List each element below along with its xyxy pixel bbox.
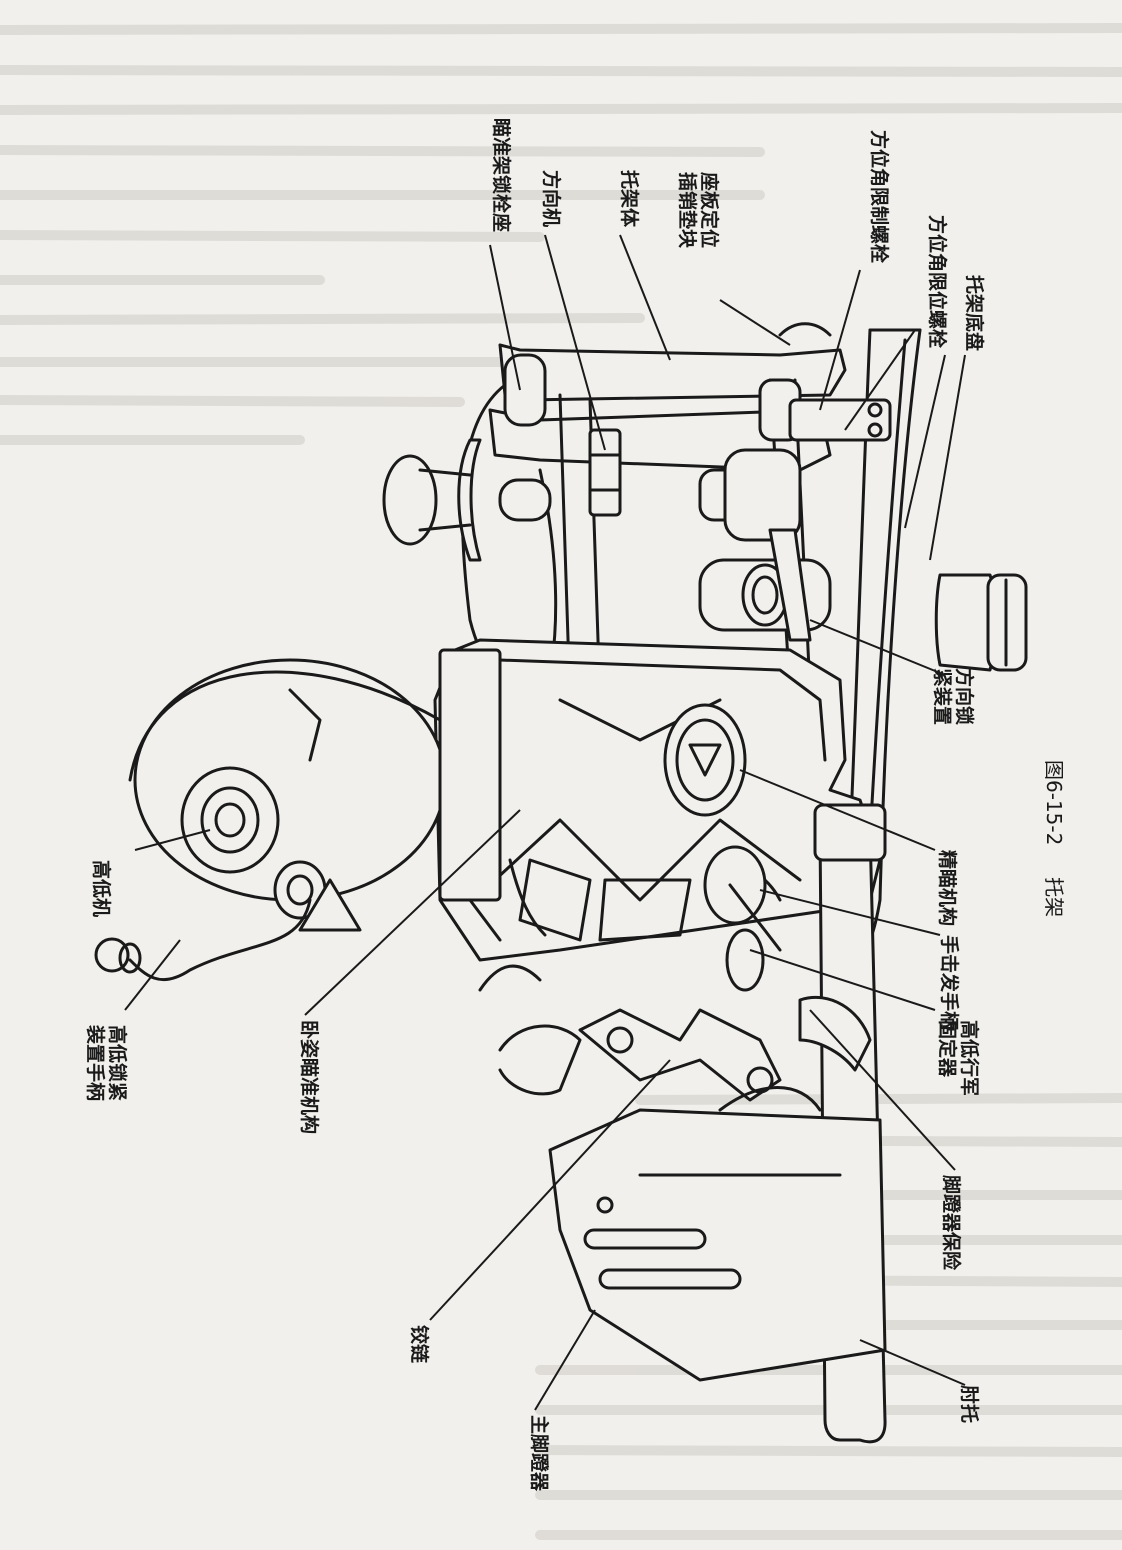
- figure-caption: 图6-15-2 托架: [1041, 760, 1070, 917]
- label-travel-lock-line2: 固定器: [936, 1020, 958, 1078]
- label-azimuth-limit-bolt: 方位角限制螺栓: [868, 130, 890, 264]
- figure-caption-number: 图6-15-2: [1042, 760, 1066, 846]
- label-direction-lock: 方向锁 紧装置: [931, 668, 975, 725]
- direction-lock-shape: [698, 528, 832, 642]
- label-elevation-machine: 高低机: [90, 860, 112, 918]
- label-main-pedal: 主脚蹬器: [528, 1415, 550, 1492]
- label-elev-lock-line1: 高低锁紧: [106, 1025, 128, 1102]
- label-aiming-lock-bolt: 瞄准架锁栓座: [490, 118, 512, 233]
- label-pedal-safety: 脚蹬器保险: [940, 1175, 962, 1271]
- label-frame-body: 托架体: [618, 170, 640, 228]
- figure-caption-spacer: [1042, 852, 1066, 871]
- leader-lines: [124, 234, 966, 1411]
- frame-base-shape: [843, 328, 1028, 957]
- label-direction-machine: 方向机: [540, 170, 562, 228]
- figure-caption-title: 托架: [1042, 877, 1066, 918]
- label-travel-lock-line1: 高低行军: [958, 1020, 980, 1097]
- label-load-pin-line1: 座板定位: [698, 172, 720, 249]
- frame-body-shape: [382, 322, 892, 702]
- label-elev-lock: 高低锁紧 装置手柄: [84, 1025, 128, 1101]
- label-elbow-rest: 肘托: [958, 1385, 980, 1424]
- label-frame-base: 托架底盘: [963, 275, 985, 352]
- label-fine-aiming: 精瞄机构: [936, 850, 958, 927]
- label-azimuth-limit-screw: 方位角限位螺栓: [926, 215, 948, 349]
- label-travel-lock: 高低行军 固定器: [936, 1020, 980, 1096]
- label-direction-lock-line1: 方向锁: [953, 668, 975, 726]
- label-load-pin-line2: 插销垫块: [676, 172, 698, 249]
- elevation-machine-shape: [94, 648, 502, 982]
- hinge-shape: [478, 964, 782, 1102]
- label-prone-aiming: 卧姿瞄准机构: [298, 1020, 320, 1135]
- main-pedal-shape: [548, 995, 887, 1382]
- label-load-pin: 座板定位 插销垫块: [676, 172, 720, 248]
- label-direction-lock-line2: 紧装置: [931, 668, 953, 726]
- label-hinge: 铰链: [408, 1325, 430, 1364]
- label-trigger-handle: 手击发手柄: [938, 935, 960, 1031]
- label-elev-lock-line2: 装置手柄: [84, 1025, 106, 1102]
